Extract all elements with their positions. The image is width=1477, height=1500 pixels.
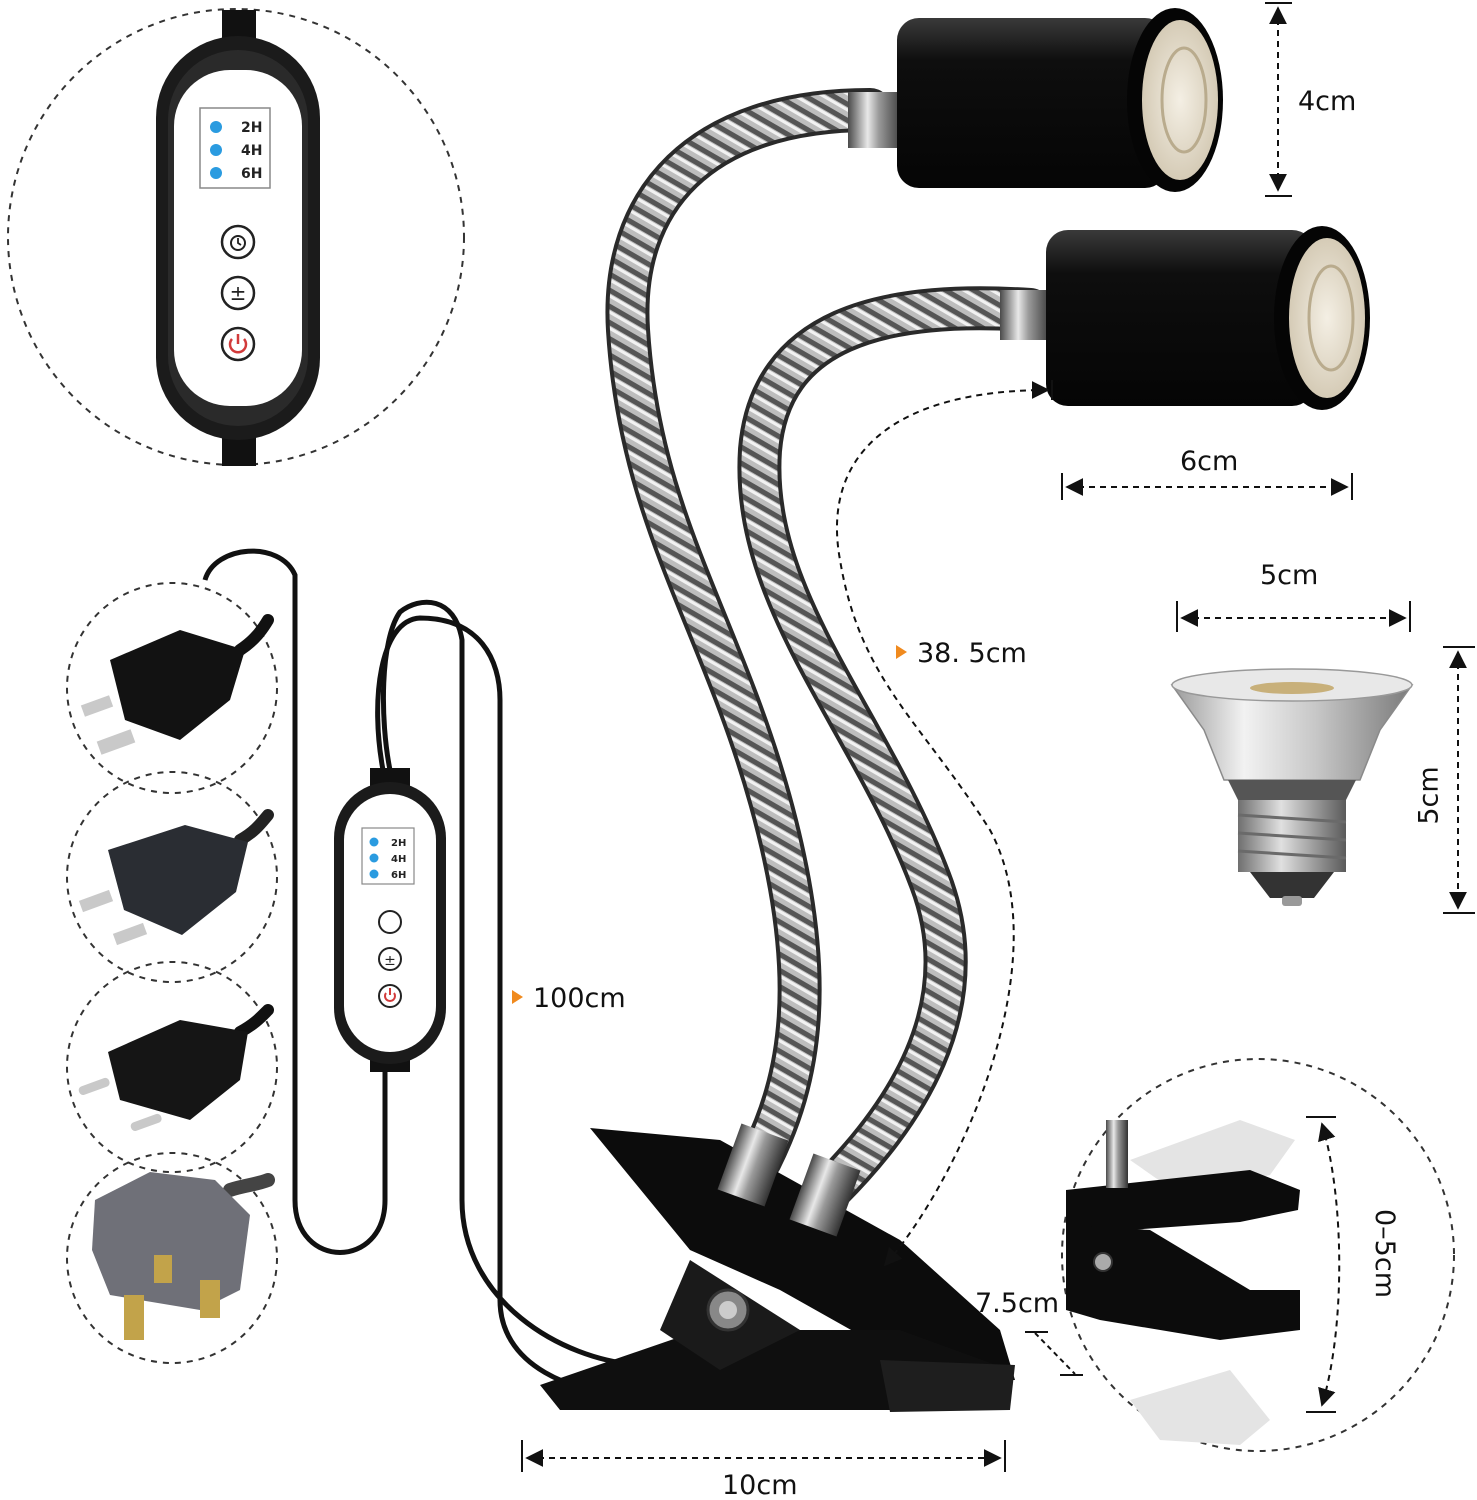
timer-leds: 2H 4H 6H <box>210 120 262 182</box>
clip-depth-label: 7.5cm <box>975 1288 1060 1319</box>
inline-power-button[interactable] <box>378 984 402 1008</box>
bulb-width-label: 5cm <box>1260 560 1319 591</box>
lamp-holder-rear <box>897 8 1223 192</box>
clip-opening-callout <box>1061 1058 1455 1452</box>
us-plug-callout <box>66 582 278 794</box>
timer-button[interactable] <box>220 224 256 260</box>
bulb <box>1170 668 1414 906</box>
timer-4h-label: 4H <box>241 143 262 159</box>
dimension-holder-width <box>1061 473 1353 500</box>
dimension-clip-width <box>521 1440 1006 1472</box>
inline-timer-6h-label: 6H <box>391 870 406 881</box>
dimension-gooseneck-length <box>835 380 1053 1267</box>
gooseneck-rear <box>605 88 892 1182</box>
clamp-clip <box>540 1123 1015 1412</box>
inline-controller: 2H 4H 6H ± <box>334 768 446 1072</box>
svg-text:±: ± <box>384 953 396 969</box>
inline-timer-4h-label: 4H <box>391 854 406 865</box>
cable-length-value: 100cm <box>533 983 626 1014</box>
dimension-clip-depth <box>1025 1331 1083 1376</box>
inline-dimmer-button[interactable] <box>378 947 402 971</box>
gooseneck-length-label: 38. 5cm <box>896 640 1027 667</box>
power-cable <box>202 548 681 1403</box>
inline-timer-2h-label: 2H <box>391 838 406 849</box>
rear-collar <box>848 92 904 148</box>
bulb-height-label: 5cm <box>1413 766 1445 825</box>
dimension-bulb-height <box>1443 646 1475 914</box>
svg-text:±: ± <box>230 281 247 305</box>
inline-timer-button[interactable] <box>378 910 402 934</box>
holder-width-label: 6cm <box>1180 446 1239 477</box>
gooseneck-length-value: 38. 5cm <box>917 638 1027 669</box>
cable-length-label: 100cm <box>512 985 626 1012</box>
controller-zoom-callout: 2H 4H 6H ± <box>7 8 465 466</box>
dimension-clip-opening <box>1306 1116 1341 1413</box>
clip-opening-label: 0–5cm <box>1369 1208 1401 1299</box>
clip-width-label: 10cm <box>722 1470 798 1500</box>
power-button[interactable] <box>220 326 256 362</box>
eu-plug-callout <box>66 961 278 1173</box>
lamp-holder-front <box>1046 226 1370 410</box>
holder-height-label: 4cm <box>1298 86 1357 117</box>
us-polarized-plug-callout <box>66 771 278 983</box>
timer-6h-label: 6H <box>241 166 262 182</box>
dimension-bulb-width <box>1176 601 1411 632</box>
uk-plug-callout <box>66 1152 278 1364</box>
dimmer-button[interactable]: ± <box>220 275 256 311</box>
dimension-holder-height <box>1265 2 1292 197</box>
front-collar <box>1000 290 1052 340</box>
timer-2h-label: 2H <box>241 120 262 136</box>
